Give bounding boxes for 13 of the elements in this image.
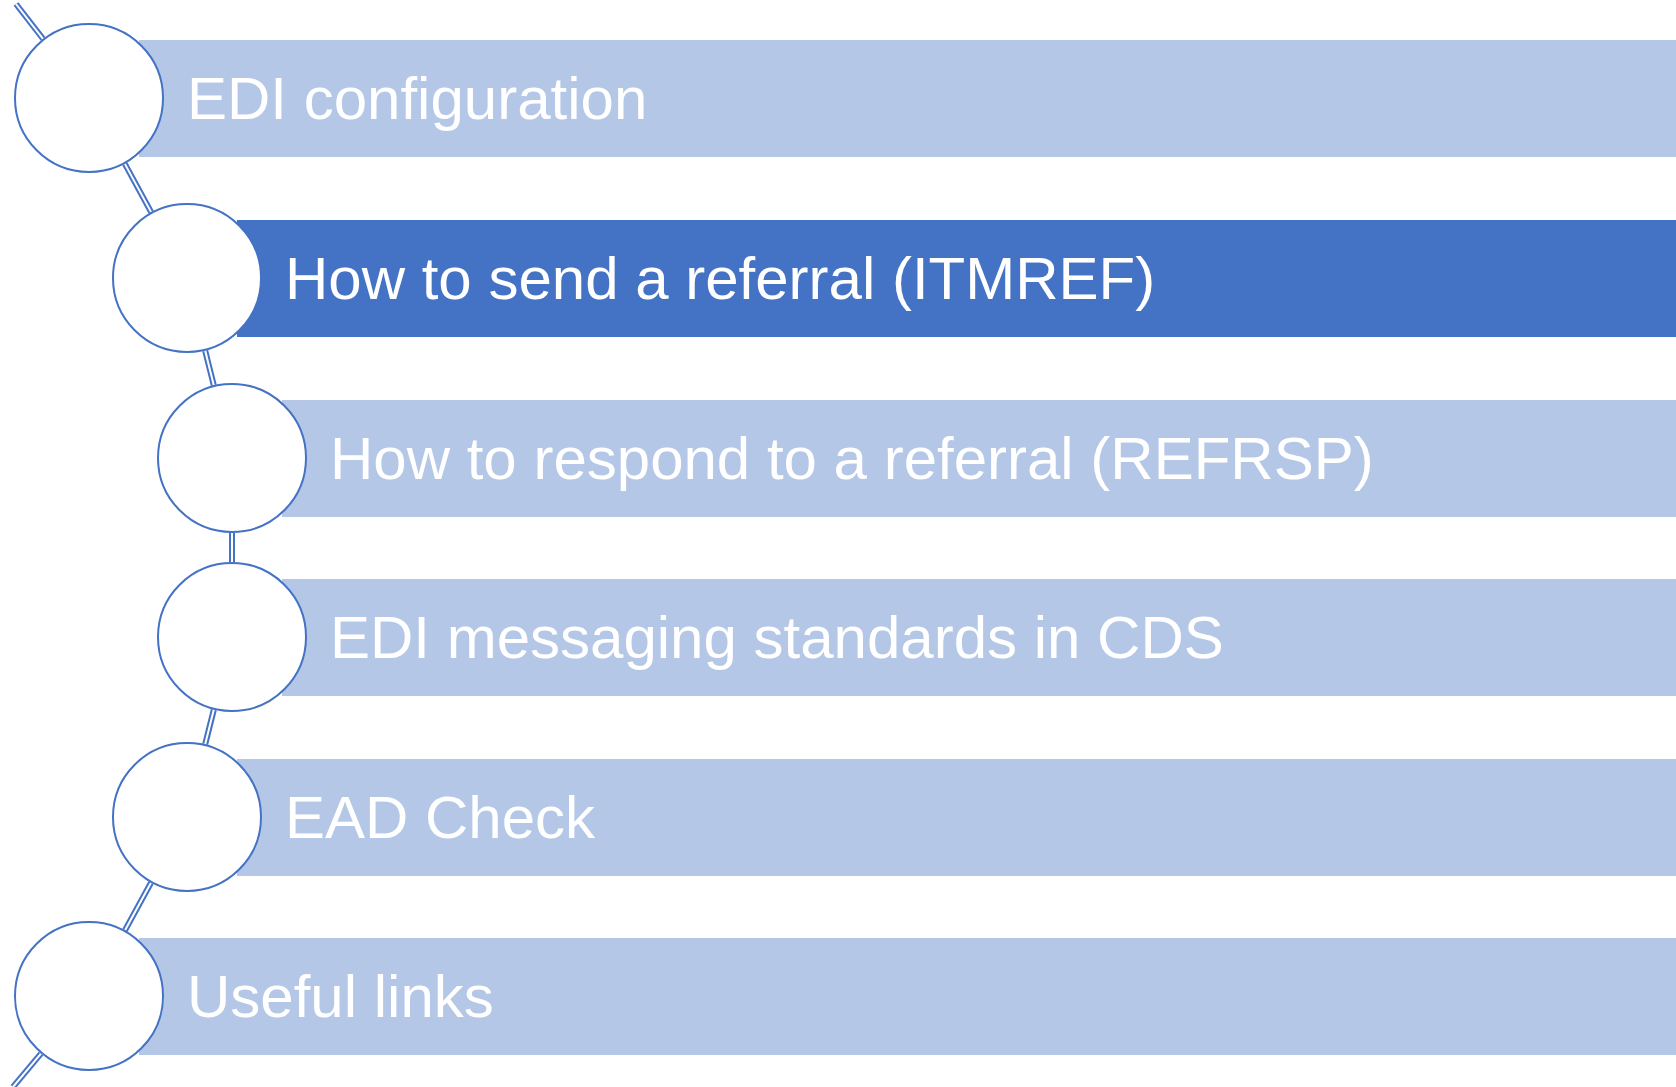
list-bar: EDI messaging standards in CDS — [282, 579, 1676, 696]
list-bar: How to respond to a referral (REFRSP) — [282, 400, 1676, 517]
connector-line — [10, 1051, 44, 1087]
connector-line — [202, 708, 217, 746]
list-bar: Useful links — [139, 938, 1676, 1055]
connector-line — [122, 162, 154, 214]
connector-line — [202, 349, 217, 387]
connector-line — [13, 2, 46, 41]
list-bar: EAD Check — [237, 759, 1676, 876]
connector-line — [122, 881, 154, 932]
connector-line — [229, 532, 235, 563]
list-bar: How to send a referral (ITMREF) — [237, 220, 1676, 337]
list-bar: EDI configuration — [139, 40, 1676, 157]
